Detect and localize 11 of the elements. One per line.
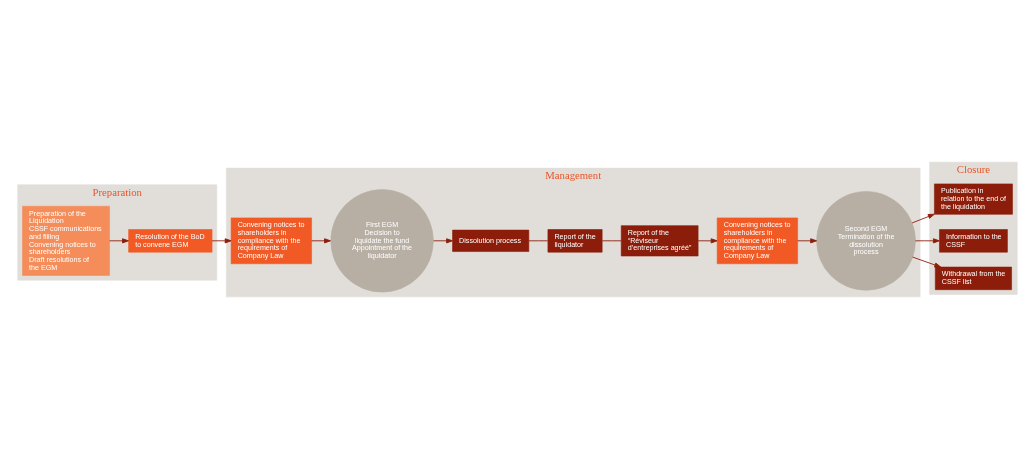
arrow <box>211 238 232 244</box>
arrow <box>433 238 453 244</box>
connector <box>528 240 549 242</box>
connector <box>601 240 622 242</box>
arrow <box>911 213 935 224</box>
arrow <box>912 256 942 268</box>
arrow <box>109 238 129 244</box>
arrow <box>797 238 818 244</box>
arrow <box>914 238 940 244</box>
arrow <box>311 238 331 244</box>
arrow <box>697 238 718 244</box>
